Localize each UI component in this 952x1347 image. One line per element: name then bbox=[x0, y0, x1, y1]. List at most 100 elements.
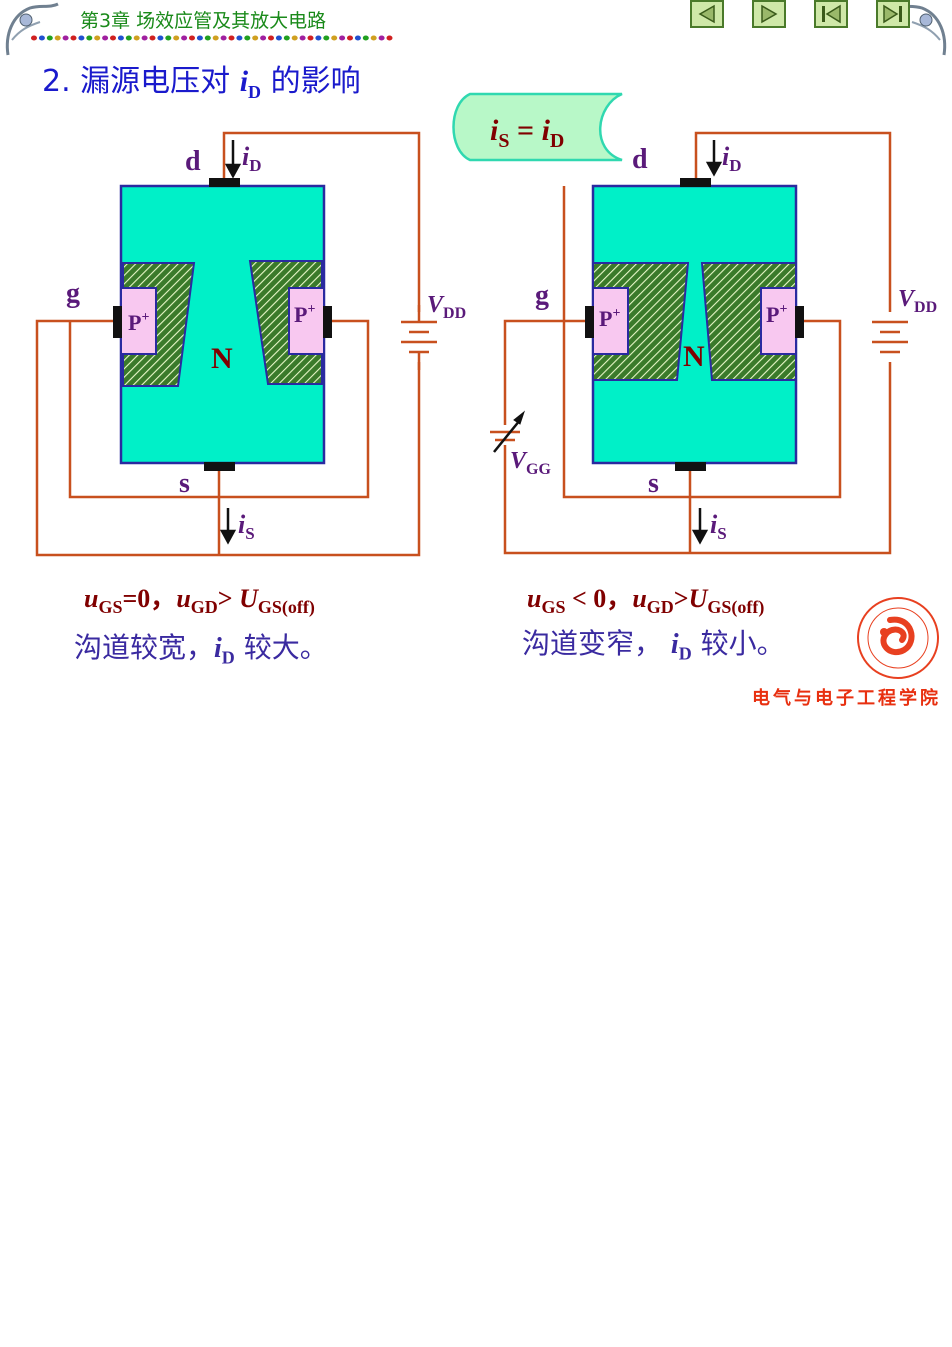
is-equals-id-callout: iS = iD bbox=[452, 92, 623, 162]
bead bbox=[78, 35, 85, 41]
vdd-battery-left bbox=[401, 305, 437, 370]
bead bbox=[228, 35, 235, 41]
jfet-diagram: d iD g P+ P+ N s iS VDD iS = iD bbox=[35, 92, 939, 679]
bead bbox=[38, 35, 45, 41]
gate-terminal-left-b bbox=[323, 306, 332, 338]
bead bbox=[157, 35, 164, 41]
bead bbox=[102, 35, 109, 41]
bead bbox=[268, 35, 274, 41]
bead bbox=[110, 35, 116, 41]
bead bbox=[196, 35, 203, 41]
vgg-label-right: VGG bbox=[510, 448, 551, 478]
gate-terminal-right-b bbox=[795, 306, 804, 338]
bead bbox=[236, 35, 243, 41]
bead bbox=[347, 35, 353, 41]
bead bbox=[181, 35, 188, 41]
section-title-suffix: 的影响 bbox=[261, 64, 361, 99]
gate-terminal-right-a bbox=[585, 306, 594, 338]
bead bbox=[165, 35, 172, 41]
bead bbox=[54, 35, 61, 41]
bead bbox=[331, 35, 338, 41]
vgg-battery-right bbox=[490, 410, 526, 453]
bead bbox=[204, 35, 211, 41]
bead bbox=[386, 35, 393, 41]
bead bbox=[370, 35, 377, 41]
bead bbox=[244, 35, 251, 41]
left-circuit bbox=[35, 131, 437, 557]
bead bbox=[117, 35, 124, 41]
source-terminal-left bbox=[204, 462, 235, 471]
bead bbox=[31, 35, 37, 41]
p-plus-label-left-b: P+ bbox=[294, 302, 315, 327]
gate-terminal-left-a bbox=[113, 306, 122, 338]
bead bbox=[94, 35, 101, 41]
bead bbox=[378, 35, 385, 41]
section-title: 2. 漏源电压对 iD 的影响 bbox=[42, 56, 361, 103]
bead bbox=[125, 35, 132, 41]
drain-terminal-left bbox=[209, 178, 240, 187]
last-slide-button[interactable] bbox=[876, 0, 910, 28]
p-plus-label-right-a: P+ bbox=[599, 306, 620, 331]
bead bbox=[86, 35, 93, 41]
triangle-right-icon bbox=[761, 4, 778, 24]
id-label-left: iD bbox=[242, 142, 262, 175]
first-slide-button[interactable] bbox=[814, 0, 848, 28]
source-terminal-right bbox=[675, 462, 706, 471]
bead bbox=[362, 35, 369, 41]
right-condition: uGS < 0，uGD>UGS(off) bbox=[527, 584, 765, 618]
is-label-right: iS bbox=[710, 510, 727, 543]
bead bbox=[70, 35, 77, 41]
vdd-label-left: VDD bbox=[427, 292, 466, 322]
decorative-bead-line bbox=[31, 35, 393, 41]
bead bbox=[323, 35, 330, 41]
bead bbox=[46, 35, 53, 41]
chapter-title: 第3章 场效应管及其放大电路 bbox=[80, 10, 327, 32]
school-name: 电气与电子工程学院 bbox=[752, 688, 941, 709]
section-title-sub: D bbox=[248, 82, 262, 102]
left-condition: uGS=0，uGD> UGS(off) bbox=[84, 584, 315, 618]
bead bbox=[283, 35, 290, 41]
gate-label-right: g bbox=[535, 280, 549, 311]
section-title-prefix: 2. 漏源电压对 bbox=[42, 64, 240, 99]
bead bbox=[141, 35, 148, 41]
bead bbox=[339, 35, 346, 41]
skip-to-start-icon bbox=[822, 4, 841, 24]
previous-slide-button[interactable] bbox=[690, 0, 724, 28]
right-circuit bbox=[490, 131, 908, 555]
drain-terminal-right bbox=[680, 178, 711, 187]
right-description: 沟道变窄， iD 较小。 bbox=[522, 627, 785, 664]
p-plus-label-right-b: P+ bbox=[766, 302, 787, 327]
skip-to-end-icon bbox=[883, 4, 902, 24]
bead bbox=[133, 35, 140, 41]
triangle-left-icon bbox=[698, 4, 715, 24]
bead bbox=[220, 35, 227, 41]
bead bbox=[291, 35, 298, 41]
bead bbox=[315, 35, 322, 41]
corner-ornament-left bbox=[5, 2, 59, 56]
vdd-battery-right bbox=[872, 312, 908, 362]
bead bbox=[189, 35, 195, 41]
section-title-var: i bbox=[239, 65, 249, 98]
university-seal-logo bbox=[857, 597, 939, 679]
callout-equation: iS = iD bbox=[490, 114, 564, 152]
p-plus-label-left-a: P+ bbox=[128, 310, 149, 335]
vdd-label-right: VDD bbox=[898, 286, 937, 316]
left-description: 沟道较宽，iD 较大。 bbox=[74, 631, 328, 668]
source-label-right: s bbox=[648, 468, 659, 499]
bead bbox=[275, 35, 282, 41]
is-label-left: iS bbox=[238, 510, 255, 543]
bead bbox=[252, 35, 259, 41]
n-channel-label-right: N bbox=[683, 340, 705, 373]
drain-label-right: d bbox=[632, 144, 648, 175]
drain-label-left: d bbox=[185, 146, 201, 177]
bead bbox=[149, 35, 156, 41]
bead bbox=[354, 35, 361, 41]
bead bbox=[260, 35, 267, 41]
gate-label-left: g bbox=[66, 278, 80, 309]
p-region-left-b bbox=[288, 287, 325, 355]
bead bbox=[173, 35, 180, 41]
n-channel-label-left: N bbox=[211, 342, 233, 375]
next-slide-button[interactable] bbox=[752, 0, 786, 28]
bead bbox=[212, 35, 219, 41]
source-label-left: s bbox=[179, 468, 190, 499]
